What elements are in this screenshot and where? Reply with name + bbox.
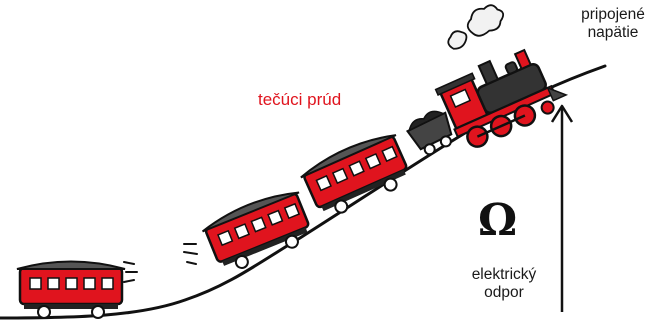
passenger-car-icon	[201, 191, 310, 269]
passenger-car-icon	[300, 134, 408, 214]
passenger-car-icon	[16, 260, 126, 319]
electrical-resistance-label-line1: elektrický	[471, 266, 537, 283]
applied-voltage-label-line1: pripojené	[581, 6, 645, 23]
applied-voltage-label-line2: napätie	[587, 23, 639, 41]
ohm-symbol: Ω	[478, 195, 518, 246]
electrical-resistance-label: elektrický odpor	[444, 266, 564, 302]
coal-tender-icon	[405, 110, 453, 156]
motion-lines	[123, 243, 198, 283]
steam-locomotive-icon	[434, 4, 569, 148]
upward-arrow-icon	[550, 104, 574, 312]
electrical-resistance-label-line2: odpor	[484, 283, 524, 301]
applied-voltage-label: pripojené napätie	[558, 6, 668, 42]
flowing-current-label: tečúci prúd	[258, 90, 342, 109]
